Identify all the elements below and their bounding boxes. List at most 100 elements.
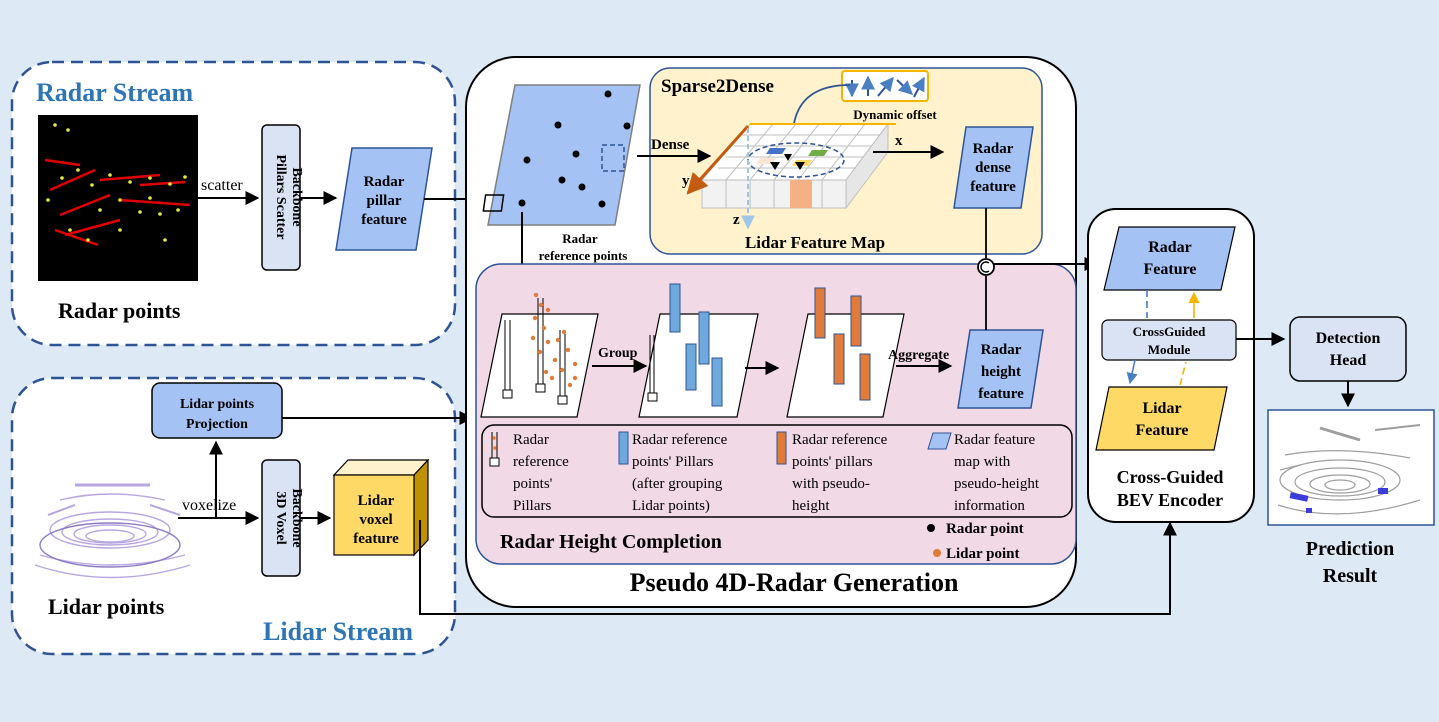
module-line-1: CrossGuided: [1133, 324, 1206, 339]
detection-head: [1289, 316, 1407, 382]
stage-1-map: [480, 313, 599, 418]
legend-3-line-1: Radar reference: [792, 432, 888, 448]
sparse2dense-block: Sparse2Dense Dense Dynamic offset: [637, 67, 1043, 255]
radar-dense-feature: [953, 126, 1034, 209]
aggregate-label: Aggregate: [888, 348, 949, 363]
height-feature-line-3: feature: [978, 386, 1024, 402]
reference-dashed-box: [601, 144, 625, 172]
lidar-points-label: Lidar points: [48, 594, 165, 619]
legend-icon-3: [776, 431, 787, 465]
voxel-backbone-line-1: 3D Voxel: [273, 491, 288, 544]
stage-3-map: [786, 313, 905, 418]
height-feature-line-1: Radar: [981, 342, 1022, 358]
radar-point-legend-label: Radar point: [946, 521, 1024, 537]
legend-icon-2: [618, 431, 629, 465]
voxel-feature-line-3: feature: [353, 531, 399, 547]
module-line-2: Module: [1148, 342, 1191, 357]
height-completion-border: [475, 263, 1077, 565]
lidar-voxel-feature: [332, 458, 430, 557]
legend-item-3: Radar reference points' pillars with pse…: [792, 432, 888, 514]
projection-line-1: Lidar points: [180, 397, 255, 412]
radar-points-image: [38, 115, 198, 281]
encoder-title-line-2: BEV Encoder: [1117, 490, 1223, 510]
legend-icon-4: [927, 432, 952, 450]
concat-symbol: [980, 261, 990, 273]
group-label: Group: [598, 346, 638, 361]
generation-title: Pseudo 4D-Radar Generation: [630, 568, 959, 597]
legend-2-line-2: points' Pillars: [632, 454, 714, 470]
y-axis: [686, 124, 750, 195]
prediction-line-2: Result: [1323, 565, 1378, 587]
dense-label: Dense: [651, 137, 690, 153]
reference-points-map: [487, 84, 641, 226]
stage-2-map: [638, 313, 759, 418]
pillar-feature-line-2: pillar: [366, 193, 401, 209]
stage-2-stems: [647, 335, 658, 402]
stage-3-pillars: [814, 287, 871, 401]
radar-stream-title: Radar Stream: [36, 78, 194, 107]
encoder-radar-feature: [1103, 226, 1236, 291]
lidar-stream-title: Lidar Stream: [263, 617, 413, 646]
dynamic-offset-label: Dynamic offset: [853, 107, 937, 122]
height-completion-title: Radar Height Completion: [500, 531, 722, 553]
pillar-feature-line-3: feature: [361, 212, 407, 228]
pillars-backbone-line-2: Backbone: [289, 167, 304, 226]
lidar-point-legend-label: Lidar point: [946, 546, 1020, 562]
legend-1-line-1: Radar: [513, 432, 549, 448]
lidar-stream: Lidar Stream Lidar points voxelize Lidar…: [10, 376, 474, 656]
legend-2-line-3: (after grouping: [632, 476, 723, 492]
legend-4-line-3: pseudo-height: [954, 476, 1040, 492]
cross-guided-bev-encoder: Radar Feature CrossGuided Module Lidar F…: [1087, 208, 1255, 523]
pseudo-4d-radar-generation: Pseudo 4D-Radar Generation Radar referen…: [465, 56, 1099, 608]
legend-2-line-4: Lidar points): [632, 498, 710, 514]
height-feature-line-2: height: [981, 364, 1021, 380]
radar-pillar-feature: [335, 147, 433, 251]
legend-4-line-4: information: [954, 498, 1025, 514]
encoder-radar-feature-line-1: Radar: [1148, 239, 1192, 256]
lidar-feature-map-grid: [700, 122, 889, 210]
prediction-line-1: Prediction: [1306, 538, 1395, 560]
lidar-points-projection: [151, 382, 283, 439]
voxel-feature-line-1: Lidar: [358, 493, 395, 509]
legend-3-line-3: with pseudo-: [792, 476, 870, 492]
scatter-label: scatter: [201, 177, 243, 194]
legend-item-4: Radar feature map with pseudo-height inf…: [954, 432, 1040, 514]
legend-4-line-2: map with: [954, 454, 1011, 470]
height-completion-block: Radar Height Completion Group: [475, 263, 1077, 565]
dense-feature-line-2: dense: [975, 160, 1011, 176]
legend-1-line-2: reference: [513, 454, 569, 470]
axis-z-label: z: [733, 212, 740, 228]
stage-1-lidar-points: [530, 292, 578, 388]
legend-3-line-4: height: [792, 498, 830, 514]
encoder-lidar-feature-line-1: Lidar: [1142, 400, 1181, 417]
radar-point-legend-icon: [927, 524, 935, 532]
voxel-feature-line-2: voxel: [359, 512, 392, 528]
radar-stream: Radar Stream: [10, 60, 490, 347]
reference-point-box: [482, 194, 505, 212]
encoder-lidar-feature: [1095, 386, 1228, 451]
legend-3-line-2: points' pillars: [792, 454, 873, 470]
prediction-result-image: [1267, 409, 1435, 526]
voxelize-label: voxelize: [182, 497, 236, 514]
offset-arrows: [845, 75, 925, 98]
axis-y-label: y: [682, 173, 690, 189]
detection-head-line-1: Detection: [1316, 330, 1381, 347]
sparse2dense-title: Sparse2Dense: [661, 76, 774, 97]
lidar-points-image: [34, 483, 191, 579]
reference-points: [518, 90, 631, 208]
encoder-lidar-feature-line-2: Feature: [1135, 422, 1188, 439]
axis-x-label: x: [895, 133, 903, 149]
lidar-point-legend-icon: [933, 549, 941, 557]
dense-feature-line-1: Radar: [973, 141, 1014, 157]
legend-1-line-3: points': [513, 476, 553, 492]
detection-head-line-2: Head: [1330, 352, 1367, 369]
legend-item-1: Radar reference points' Pillars: [513, 432, 569, 514]
voxel-to-encoder-arrow: [419, 520, 1177, 615]
radar-points-label: Radar points: [58, 298, 181, 323]
stage-2-pillars: [669, 283, 723, 407]
legend-2-line-1: Radar reference: [632, 432, 728, 448]
legend-item-2: Radar reference points' Pillars (after g…: [632, 432, 728, 514]
encoder-radar-feature-line-2: Feature: [1143, 261, 1196, 278]
projection-line-2: Projection: [186, 417, 248, 432]
reference-points-line-2: reference points: [539, 248, 628, 263]
